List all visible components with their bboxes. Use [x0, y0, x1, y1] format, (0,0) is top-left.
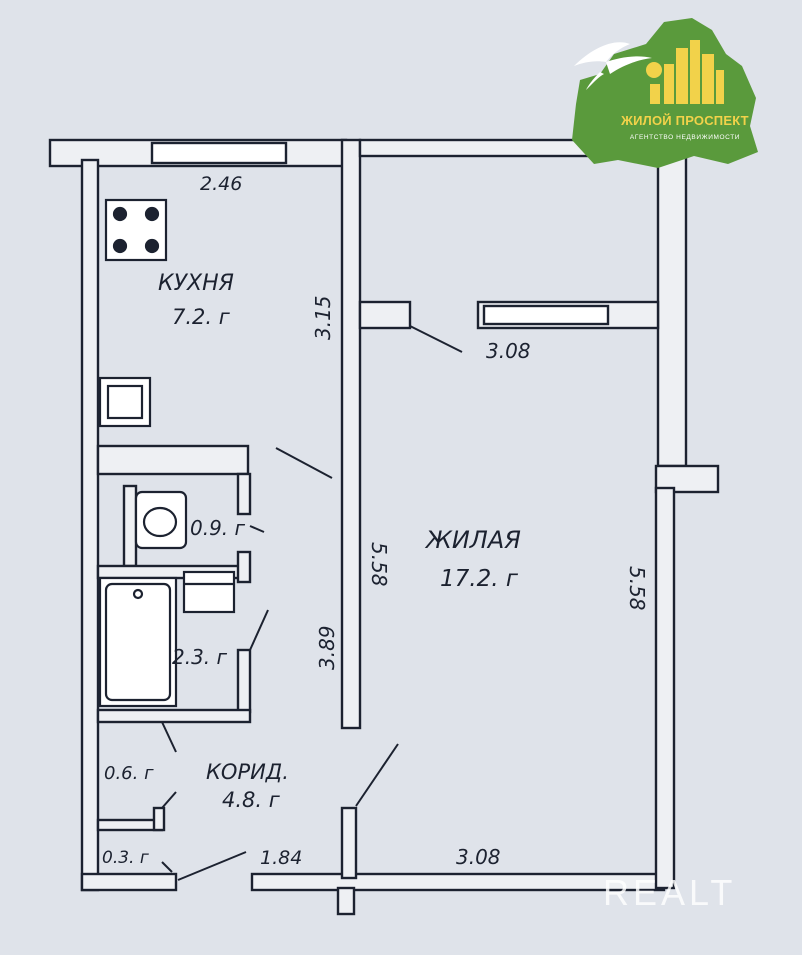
burner-icon — [112, 206, 128, 222]
walls — [48, 138, 720, 916]
dimension-living-width-bottom: 3.08 — [456, 845, 501, 869]
wall-kitchen-bath — [96, 444, 250, 476]
stork-icon — [574, 42, 652, 90]
fixtures — [98, 198, 236, 708]
wall-bath-bottom — [96, 708, 252, 724]
door-kitchen — [275, 447, 333, 479]
wall-balcony-left — [358, 300, 412, 330]
bathtub-icon — [98, 576, 178, 708]
room-name-corridor: КОРИД. — [206, 760, 289, 784]
dimension-living-width-top: 3.08 — [486, 339, 531, 363]
room-labels: КУХНЯ 7.2. г 0.9. г 2.3. г КОРИД. 4.8. г… — [102, 271, 521, 868]
buildings-icon — [650, 40, 724, 104]
wall-corridor-living — [340, 806, 358, 880]
room-area-kitchen: 7.2. г — [172, 305, 231, 329]
dimension-living-length-left: 5.58 — [367, 542, 391, 587]
wall-partition-middle — [340, 138, 362, 730]
dimension-entry-width: 1.84 — [260, 847, 302, 869]
dimension-labels: 2.46 3.15 3.08 3.08 5.58 5.58 3.89 1.84 — [200, 173, 649, 869]
room-area-bath: 2.3. г — [172, 645, 228, 669]
wall-bath-upper-right — [236, 550, 252, 584]
balcony-window — [482, 304, 610, 326]
realt-watermark: REALT — [603, 872, 737, 913]
door-entrance — [177, 851, 247, 881]
wall-wc-right — [236, 472, 252, 516]
room-area-closet-b: 0.3. г — [102, 848, 149, 868]
wall-closet — [96, 818, 164, 832]
bathtub-drain — [132, 588, 144, 600]
door-living-balcony — [409, 325, 463, 353]
logo-title: ЖИЛОЙ ПРОСПЕКТ — [621, 113, 749, 128]
door-swings — [161, 325, 463, 881]
dimension-kitchen-width: 2.46 — [200, 173, 242, 195]
kitchen-window — [150, 141, 288, 165]
room-area-wc: 0.9. г — [190, 516, 246, 540]
room-area-living: 17.2. г — [440, 566, 519, 592]
dimension-kitchen-length: 3.15 — [311, 295, 335, 340]
wall-right-lower — [654, 486, 676, 890]
room-area-closet-a: 0.6. г — [104, 763, 154, 784]
dimension-hall-length: 3.89 — [315, 625, 339, 670]
sun-icon — [646, 62, 662, 78]
burner-icon — [144, 238, 160, 254]
room-area-corridor: 4.8. г — [222, 788, 281, 812]
door-corridor — [161, 721, 177, 753]
logo-subtitle: АГЕНТСТВО НЕДВИЖИМОСТИ — [629, 134, 741, 141]
door-living — [355, 743, 399, 807]
door-closet-b — [161, 861, 173, 873]
logo-graphic — [572, 18, 758, 168]
burner-icon — [144, 206, 160, 222]
wall-bath-lower-right — [236, 648, 252, 714]
wall-left — [80, 158, 100, 892]
burner-icon — [112, 238, 128, 254]
door-closet-a — [161, 791, 177, 809]
toilet-bowl — [142, 506, 178, 538]
wash-basin-icon — [182, 570, 236, 614]
wall-bottom-left — [80, 872, 178, 892]
bathtub-basin — [104, 582, 172, 702]
door-bath — [249, 609, 269, 651]
dimension-living-length-right: 5.58 — [625, 566, 649, 611]
room-name-living: ЖИЛАЯ — [424, 526, 521, 554]
door-wc — [249, 525, 265, 533]
wall-wc-left — [122, 484, 138, 568]
kitchen-sink-basin — [106, 384, 144, 420]
wall-stub-bottom — [336, 886, 356, 916]
room-name-kitchen: КУХНЯ — [158, 271, 234, 296]
toilet-icon — [134, 490, 188, 550]
agency-logo: ЖИЛОЙ ПРОСПЕКТ АГЕНТСТВО НЕДВИЖИМОСТИ — [566, 14, 766, 174]
wall-closet-stub — [152, 806, 166, 832]
wall-right-upper — [656, 148, 688, 468]
